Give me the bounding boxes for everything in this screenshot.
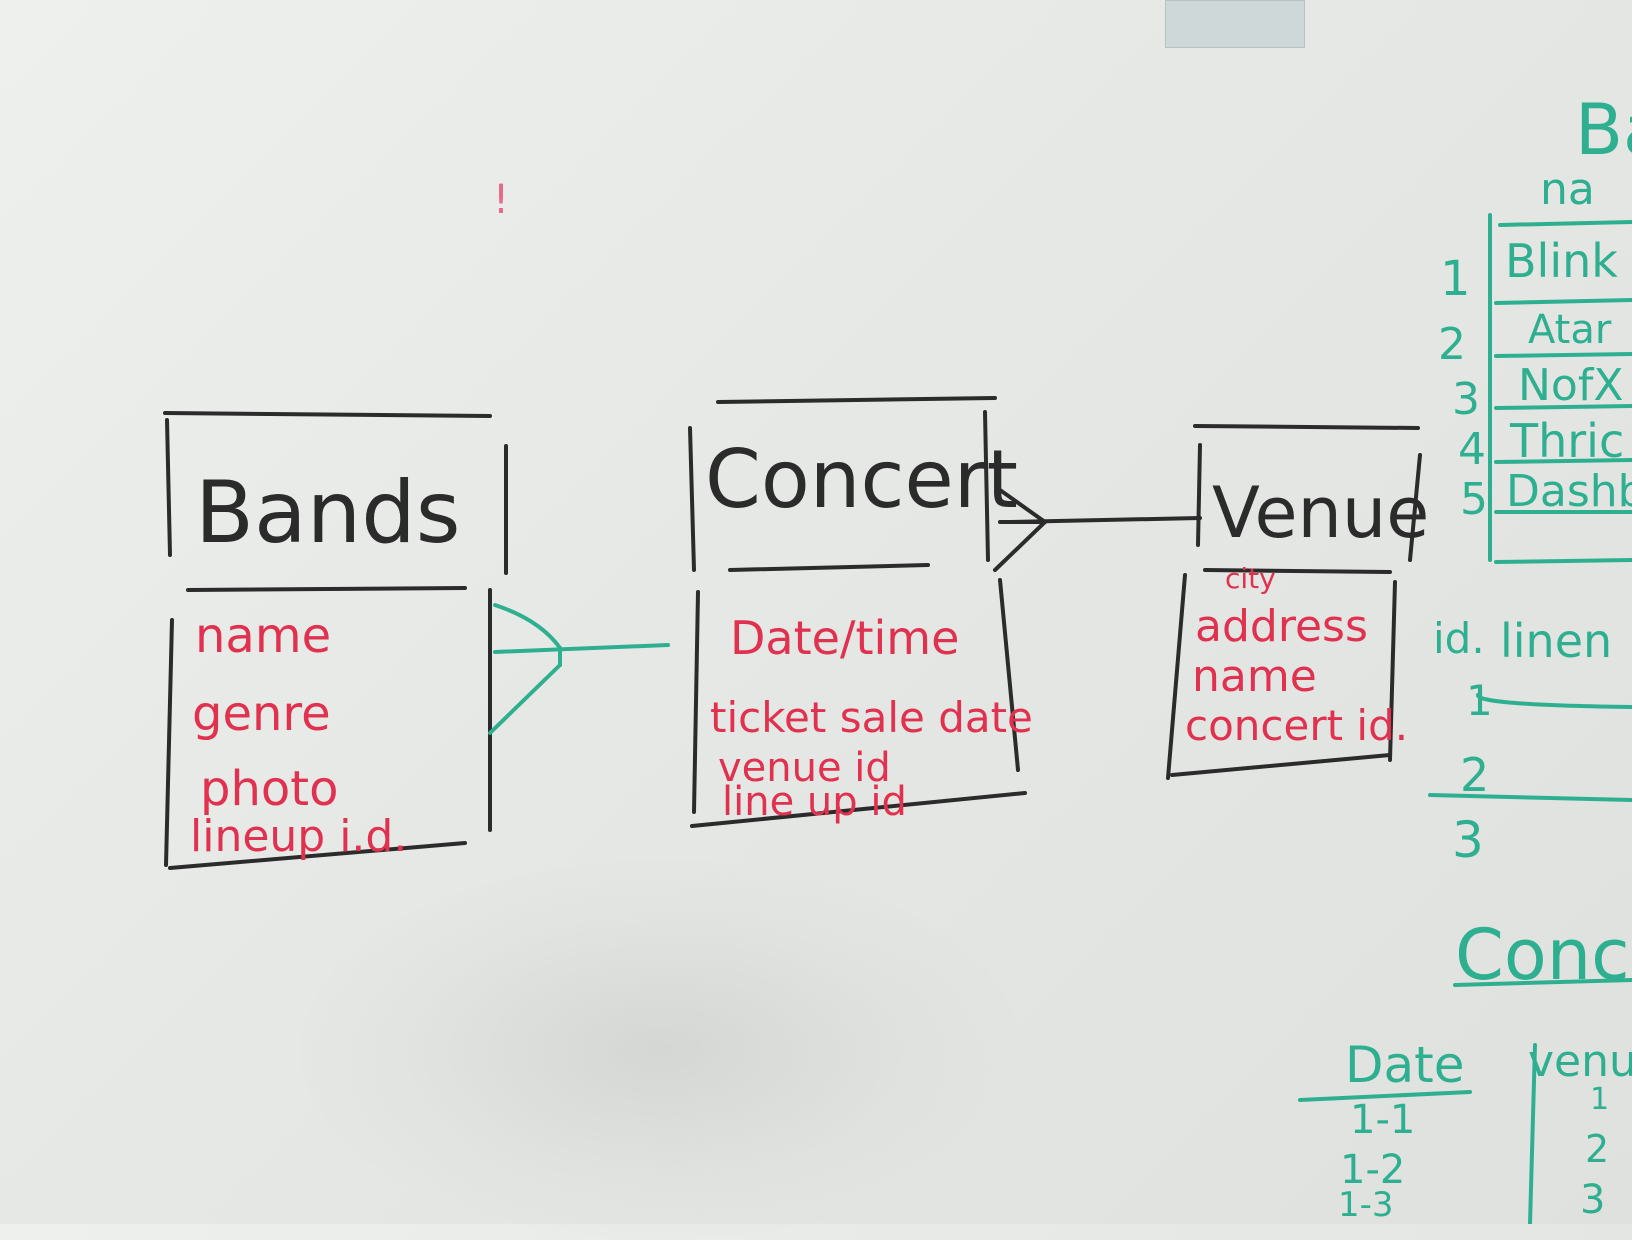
- concert-table-date-2: 1-2: [1340, 1147, 1406, 1193]
- concert-table-venue-1: 1: [1590, 1082, 1610, 1117]
- eraser-smudge: [300, 860, 1020, 1240]
- concert-table-venue-2: 2: [1585, 1127, 1610, 1171]
- bands-table-id-1: 1: [1440, 251, 1471, 307]
- lineup-table-id-header: id.: [1433, 614, 1485, 663]
- bands-field-name: name: [195, 608, 332, 664]
- lineup-table-header: linen: [1500, 614, 1613, 668]
- venue-field-address: address: [1195, 601, 1368, 652]
- exclamation-mark: !: [493, 177, 510, 223]
- concert-table-col-date: Date: [1345, 1036, 1465, 1094]
- bands-field-lineup-id: lineup i.d.: [190, 811, 408, 862]
- lineup-table-row-2: 2: [1460, 748, 1490, 802]
- venue-field-city: city: [1225, 562, 1276, 595]
- concert-table-date-3: 1-3: [1338, 1185, 1394, 1225]
- bands-table-name-5: Dashb: [1506, 466, 1632, 517]
- concert-title: Concert: [705, 433, 1018, 526]
- venue-title: Venue: [1212, 472, 1430, 554]
- bands-title: Bands: [195, 463, 461, 563]
- concert-field-venue-id: venue id: [718, 745, 891, 791]
- bands-field-genre: genre: [192, 686, 331, 742]
- lineup-table-row-3: 3: [1452, 811, 1484, 869]
- venue-field-concert-id: concert id.: [1185, 701, 1409, 750]
- concert-field-lineup-id: line up id: [722, 779, 907, 825]
- concert-field-datetime: Date/time: [730, 611, 960, 665]
- venue-field-name: name: [1192, 651, 1317, 702]
- bands-table-name-4: Thric: [1510, 414, 1625, 468]
- bands-table-id-2: 2: [1438, 319, 1466, 370]
- bands-table-header: na: [1540, 164, 1595, 215]
- bands-table-name-3: NofX: [1518, 360, 1624, 411]
- bands-table-id-4: 4: [1458, 424, 1486, 475]
- bands-field-photo: photo: [200, 761, 339, 817]
- concert-table-venue-3: 3: [1580, 1177, 1606, 1223]
- bands-table-name-2: Atar: [1528, 307, 1612, 353]
- bands-table-id-5: 5: [1460, 474, 1488, 525]
- bands-table-id-3: 3: [1452, 374, 1480, 425]
- concert-table-title: Concer: [1455, 914, 1632, 996]
- concert-table-col-venue: venu: [1528, 1036, 1632, 1087]
- bands-table-name-1: Blink: [1505, 234, 1618, 288]
- concert-table-date-1: 1-1: [1350, 1097, 1416, 1143]
- board-clip: [1165, 0, 1305, 48]
- concert-field-ticket-sale-date: ticket sale date: [710, 693, 1033, 742]
- lineup-table-row-1: 1: [1466, 676, 1493, 725]
- bands-table-title: Ba: [1575, 89, 1632, 171]
